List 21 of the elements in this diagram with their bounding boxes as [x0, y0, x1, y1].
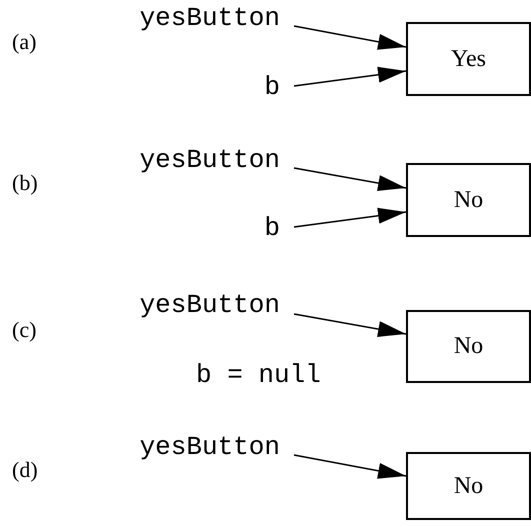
variable-name: yesButton	[128, 290, 294, 320]
variable-name: yesButton	[128, 3, 294, 33]
panel-label: (b)	[12, 169, 38, 197]
object-box: No	[406, 163, 531, 237]
arrow	[294, 454, 406, 479]
panel-label: (d)	[12, 456, 38, 484]
panel-label: (a)	[12, 28, 36, 56]
code-text: b = null	[196, 361, 321, 389]
object-box: No	[406, 452, 531, 520]
variable-name: yesButton	[128, 145, 294, 175]
object-box: No	[406, 310, 531, 383]
arrow	[294, 25, 406, 50]
object-box: Yes	[406, 22, 531, 96]
arrow	[294, 313, 406, 337]
variable-name: b	[253, 72, 294, 102]
panel-label: (c)	[12, 316, 36, 344]
variable-name: b	[253, 213, 294, 243]
arrow	[294, 167, 406, 191]
arrow	[294, 208, 406, 228]
arrow	[294, 66, 406, 87]
variable-name: yesButton	[128, 432, 294, 462]
